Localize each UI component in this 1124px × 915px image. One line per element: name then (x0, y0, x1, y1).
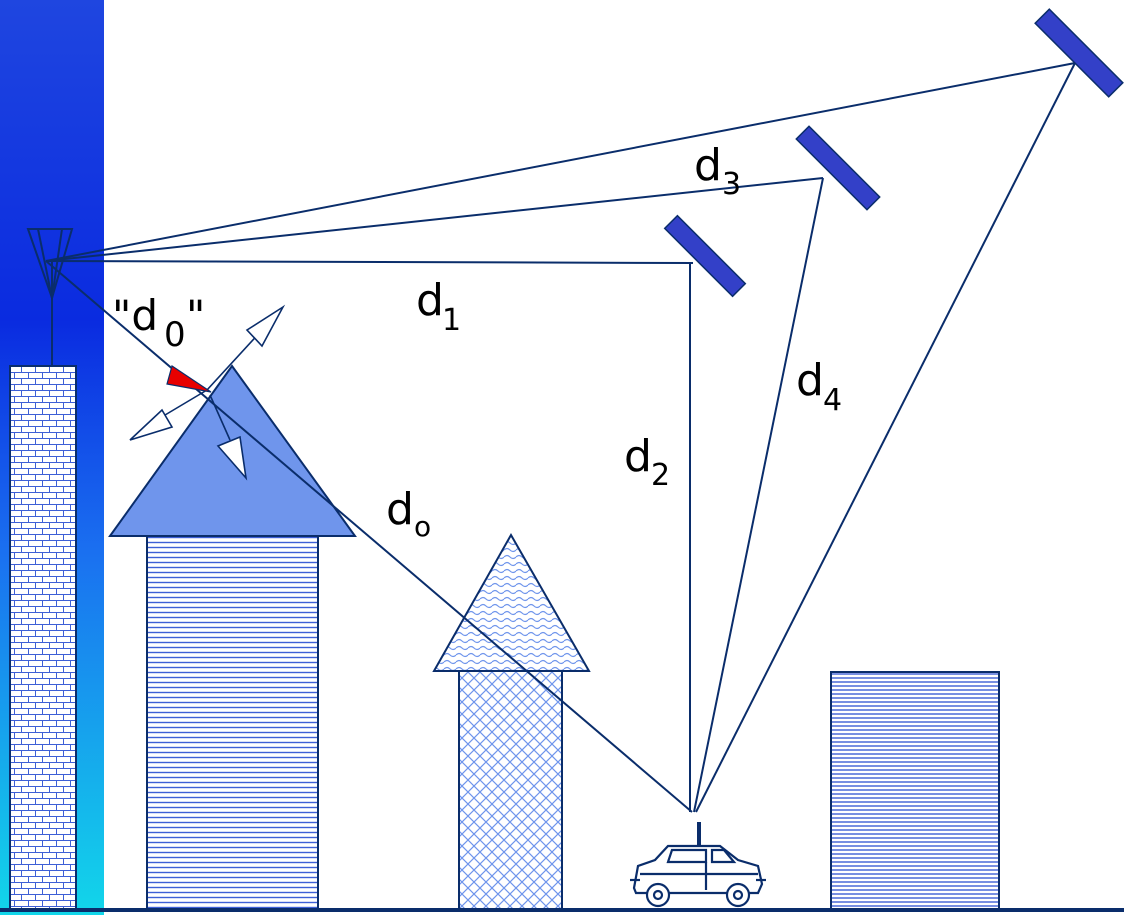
svg-text:"d: "d (112, 291, 158, 340)
svg-text:": " (186, 291, 205, 340)
transmitter-antenna-icon (26, 228, 74, 366)
svg-text:d: d (416, 275, 444, 326)
svg-text:d: d (796, 355, 824, 406)
path-to-reflector-2 (45, 177, 824, 262)
svg-text:o: o (414, 510, 431, 543)
propagation-paths (45, 62, 1076, 813)
label-do: d o (386, 484, 431, 543)
tower-building-middle (432, 532, 591, 912)
path-d3 (45, 62, 1076, 262)
label-d3: d 3 (694, 140, 741, 202)
antenna-tower-building (9, 365, 77, 912)
svg-text:4: 4 (823, 383, 842, 418)
reflector-2 (795, 125, 881, 211)
path-d4 (693, 177, 824, 813)
svg-text:d: d (386, 484, 414, 535)
label-d0-quoted: "d 0 " (112, 291, 205, 355)
incident-arrow-icon (166, 365, 212, 393)
svg-text:2: 2 (651, 458, 670, 493)
svg-text:0: 0 (164, 315, 186, 355)
path-d1 (45, 260, 694, 264)
block-building-right (830, 671, 1000, 912)
scatter-arrows (129, 304, 286, 481)
svg-text:d: d (624, 431, 652, 482)
svg-text:3: 3 (722, 167, 741, 202)
label-d4: d 4 (796, 355, 842, 418)
reflector-3 (1034, 8, 1124, 98)
path-from-reflector-3 (695, 62, 1076, 813)
label-d2: d 2 (624, 431, 670, 493)
svg-text:1: 1 (442, 303, 461, 338)
svg-text:d: d (694, 140, 722, 191)
car-icon (630, 822, 766, 908)
reflector-1 (663, 214, 747, 298)
label-d1: d 1 (416, 275, 461, 338)
path-d0 (45, 260, 693, 813)
